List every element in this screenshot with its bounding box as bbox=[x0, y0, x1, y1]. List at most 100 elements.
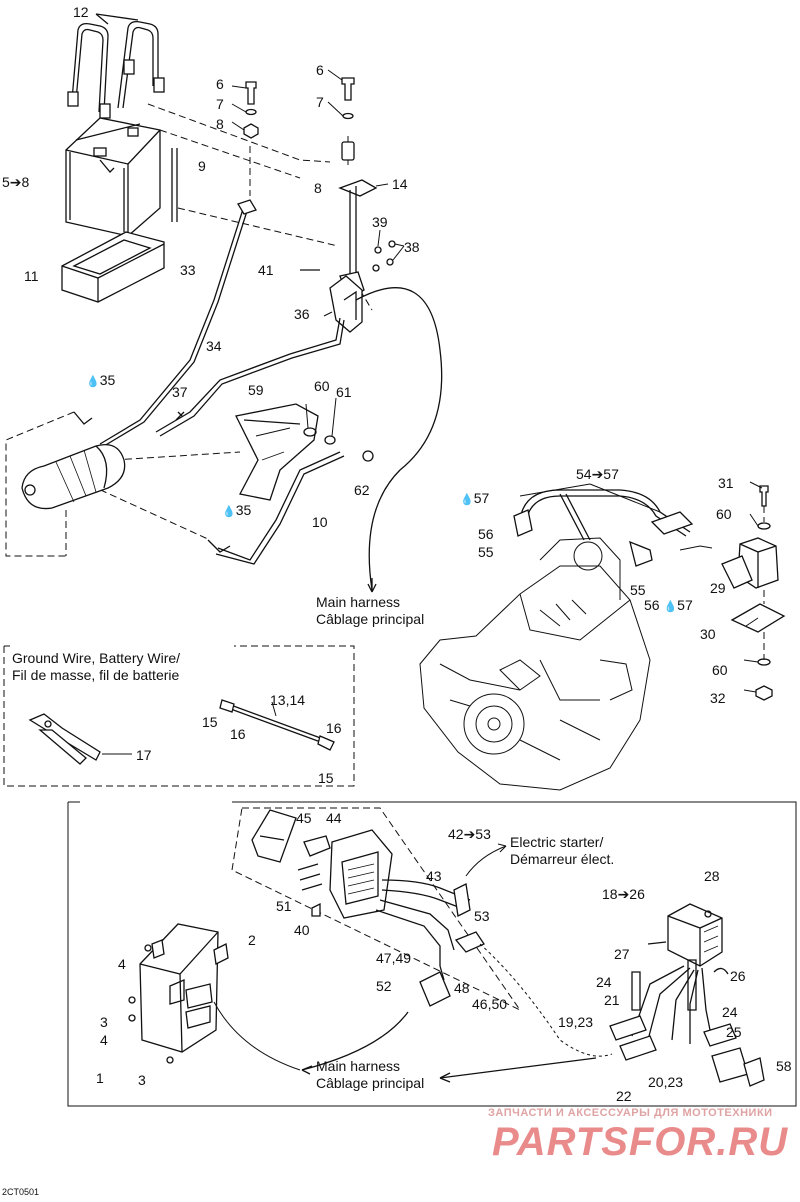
callout-4: 4 bbox=[100, 1032, 108, 1048]
callout-40: 40 bbox=[294, 922, 310, 938]
callout-36: 36 bbox=[294, 306, 310, 322]
callout-25: 25 bbox=[726, 1024, 742, 1040]
nut-37 bbox=[175, 411, 185, 421]
engine-assembly bbox=[419, 537, 651, 791]
callout-18-to-26: 18➔26 bbox=[602, 886, 645, 902]
callout-53: 53 bbox=[474, 908, 490, 924]
electric-starter-caption: Electric starter/ Démarreur élect. bbox=[510, 834, 615, 867]
callout-1: 1 bbox=[96, 1070, 104, 1086]
callout-10: 10 bbox=[312, 514, 328, 530]
callout-31: 31 bbox=[718, 475, 734, 491]
ignition-coil bbox=[679, 481, 786, 701]
callout-57: 💧57 bbox=[460, 490, 490, 506]
callout-8: 8 bbox=[216, 116, 224, 132]
callout-16: 16 bbox=[230, 726, 246, 742]
callout-17: 17 bbox=[136, 747, 152, 763]
callout-16: 16 bbox=[326, 720, 342, 736]
ground-wire-caption: Ground Wire, Battery Wire/ Fil de masse,… bbox=[12, 650, 181, 683]
callout-45: 45 bbox=[296, 810, 312, 826]
callout-7: 7 bbox=[216, 96, 224, 112]
cable-34 bbox=[155, 317, 341, 433]
battery-tray bbox=[61, 231, 165, 303]
callout-19-23: 19,23 bbox=[558, 1014, 594, 1030]
callout-20-23: 20,23 bbox=[648, 1074, 684, 1090]
callout-2: 2 bbox=[248, 932, 256, 948]
callout-15: 15 bbox=[318, 770, 334, 786]
watermark-logo: PARTSFOR.RU bbox=[492, 1120, 789, 1164]
callout-27: 27 bbox=[614, 946, 630, 962]
callout-58: 58 bbox=[776, 1058, 792, 1074]
callout-7: 7 bbox=[316, 94, 324, 110]
callout-61: 61 bbox=[336, 384, 352, 400]
callout-60: 60 bbox=[712, 662, 728, 678]
callout-34: 34 bbox=[206, 338, 222, 354]
callout-11: 11 bbox=[24, 268, 39, 284]
callout-21: 21 bbox=[604, 992, 620, 1008]
callout-39: 39 bbox=[372, 214, 388, 230]
main-harness-caption-bottom: Main harness Câblage principal bbox=[316, 1058, 425, 1091]
callout-5-to-8: 5➔8 bbox=[2, 174, 30, 190]
callout-41: 41 bbox=[258, 262, 274, 278]
ground-cable-10 bbox=[217, 451, 341, 561]
voltage-regulator bbox=[609, 903, 765, 1087]
watermark-tagline: ЗАПЧАСТИ И АКСЕССУАРЫ ДЛЯ МОТОТЕХНИКИ bbox=[488, 1107, 773, 1119]
cdi-module bbox=[251, 809, 393, 919]
callout-3: 3 bbox=[100, 1014, 108, 1030]
callout-32: 32 bbox=[710, 690, 726, 706]
engine-bracket bbox=[235, 397, 337, 501]
starter-solenoid bbox=[323, 275, 363, 333]
callout-30: 30 bbox=[700, 626, 716, 642]
callout-48: 48 bbox=[454, 980, 470, 996]
callout-3: 3 bbox=[138, 1072, 146, 1088]
callout-22: 22 bbox=[616, 1088, 632, 1104]
vent-tube bbox=[171, 148, 178, 222]
callout-56: 56 💧57 bbox=[644, 597, 693, 613]
oil-drop-icon: 💧 bbox=[222, 506, 236, 518]
wire-harness-bundle bbox=[375, 843, 507, 1007]
callout-42-to-53: 42➔53 bbox=[448, 826, 491, 842]
callout-37: 37 bbox=[172, 384, 188, 400]
callout-51: 51 bbox=[276, 898, 292, 914]
battery-strap bbox=[67, 20, 165, 119]
callout-55: 55 bbox=[630, 582, 646, 598]
callout-12: 12 bbox=[73, 4, 89, 20]
oil-drop-icon: 💧 bbox=[86, 376, 100, 388]
bolt-stack-left bbox=[231, 81, 259, 139]
callout-44: 44 bbox=[326, 810, 342, 826]
callout-26: 26 bbox=[730, 968, 746, 984]
bolt-stack-right bbox=[327, 69, 355, 161]
callout-8: 8 bbox=[314, 180, 322, 196]
callout-60: 60 bbox=[716, 506, 732, 522]
callout-24: 24 bbox=[722, 1004, 738, 1020]
callout-6: 6 bbox=[216, 76, 224, 92]
electrical-box bbox=[128, 923, 301, 1071]
callout-33: 33 bbox=[180, 262, 196, 278]
ground-wire-inset bbox=[3, 645, 355, 787]
callout-62: 62 bbox=[354, 482, 370, 498]
callout-47-49: 47,49 bbox=[376, 950, 412, 966]
callout-24: 24 bbox=[596, 974, 612, 990]
callout-60: 60 bbox=[314, 378, 330, 394]
oil-drop-icon: 💧 bbox=[460, 494, 474, 506]
ground-cable-33 bbox=[99, 205, 245, 445]
callout-52: 52 bbox=[376, 978, 392, 994]
callout-6: 6 bbox=[316, 62, 324, 78]
callout-43: 43 bbox=[426, 868, 442, 884]
callout-55: 55 bbox=[478, 544, 494, 560]
nuts-38-39 bbox=[372, 229, 405, 272]
figure-code: 2CT0501 bbox=[2, 1187, 40, 1197]
main-harness-caption: Main harness Câblage principal bbox=[316, 594, 425, 627]
oil-drop-icon: 💧 bbox=[663, 601, 678, 613]
callout-54-to-57: 54➔57 bbox=[576, 466, 619, 482]
callout-35: 💧35 bbox=[222, 502, 252, 518]
callout-46-50: 46,50 bbox=[472, 996, 508, 1012]
lower-frame bbox=[67, 801, 797, 1107]
ignition-wires bbox=[513, 483, 694, 567]
callout-56: 56 bbox=[478, 526, 494, 542]
callout-28: 28 bbox=[704, 868, 720, 884]
callout-38: 38 bbox=[404, 239, 420, 255]
callout-4: 4 bbox=[118, 956, 126, 972]
callout-35: 💧35 bbox=[86, 372, 116, 388]
main-harness-wire bbox=[355, 287, 443, 591]
